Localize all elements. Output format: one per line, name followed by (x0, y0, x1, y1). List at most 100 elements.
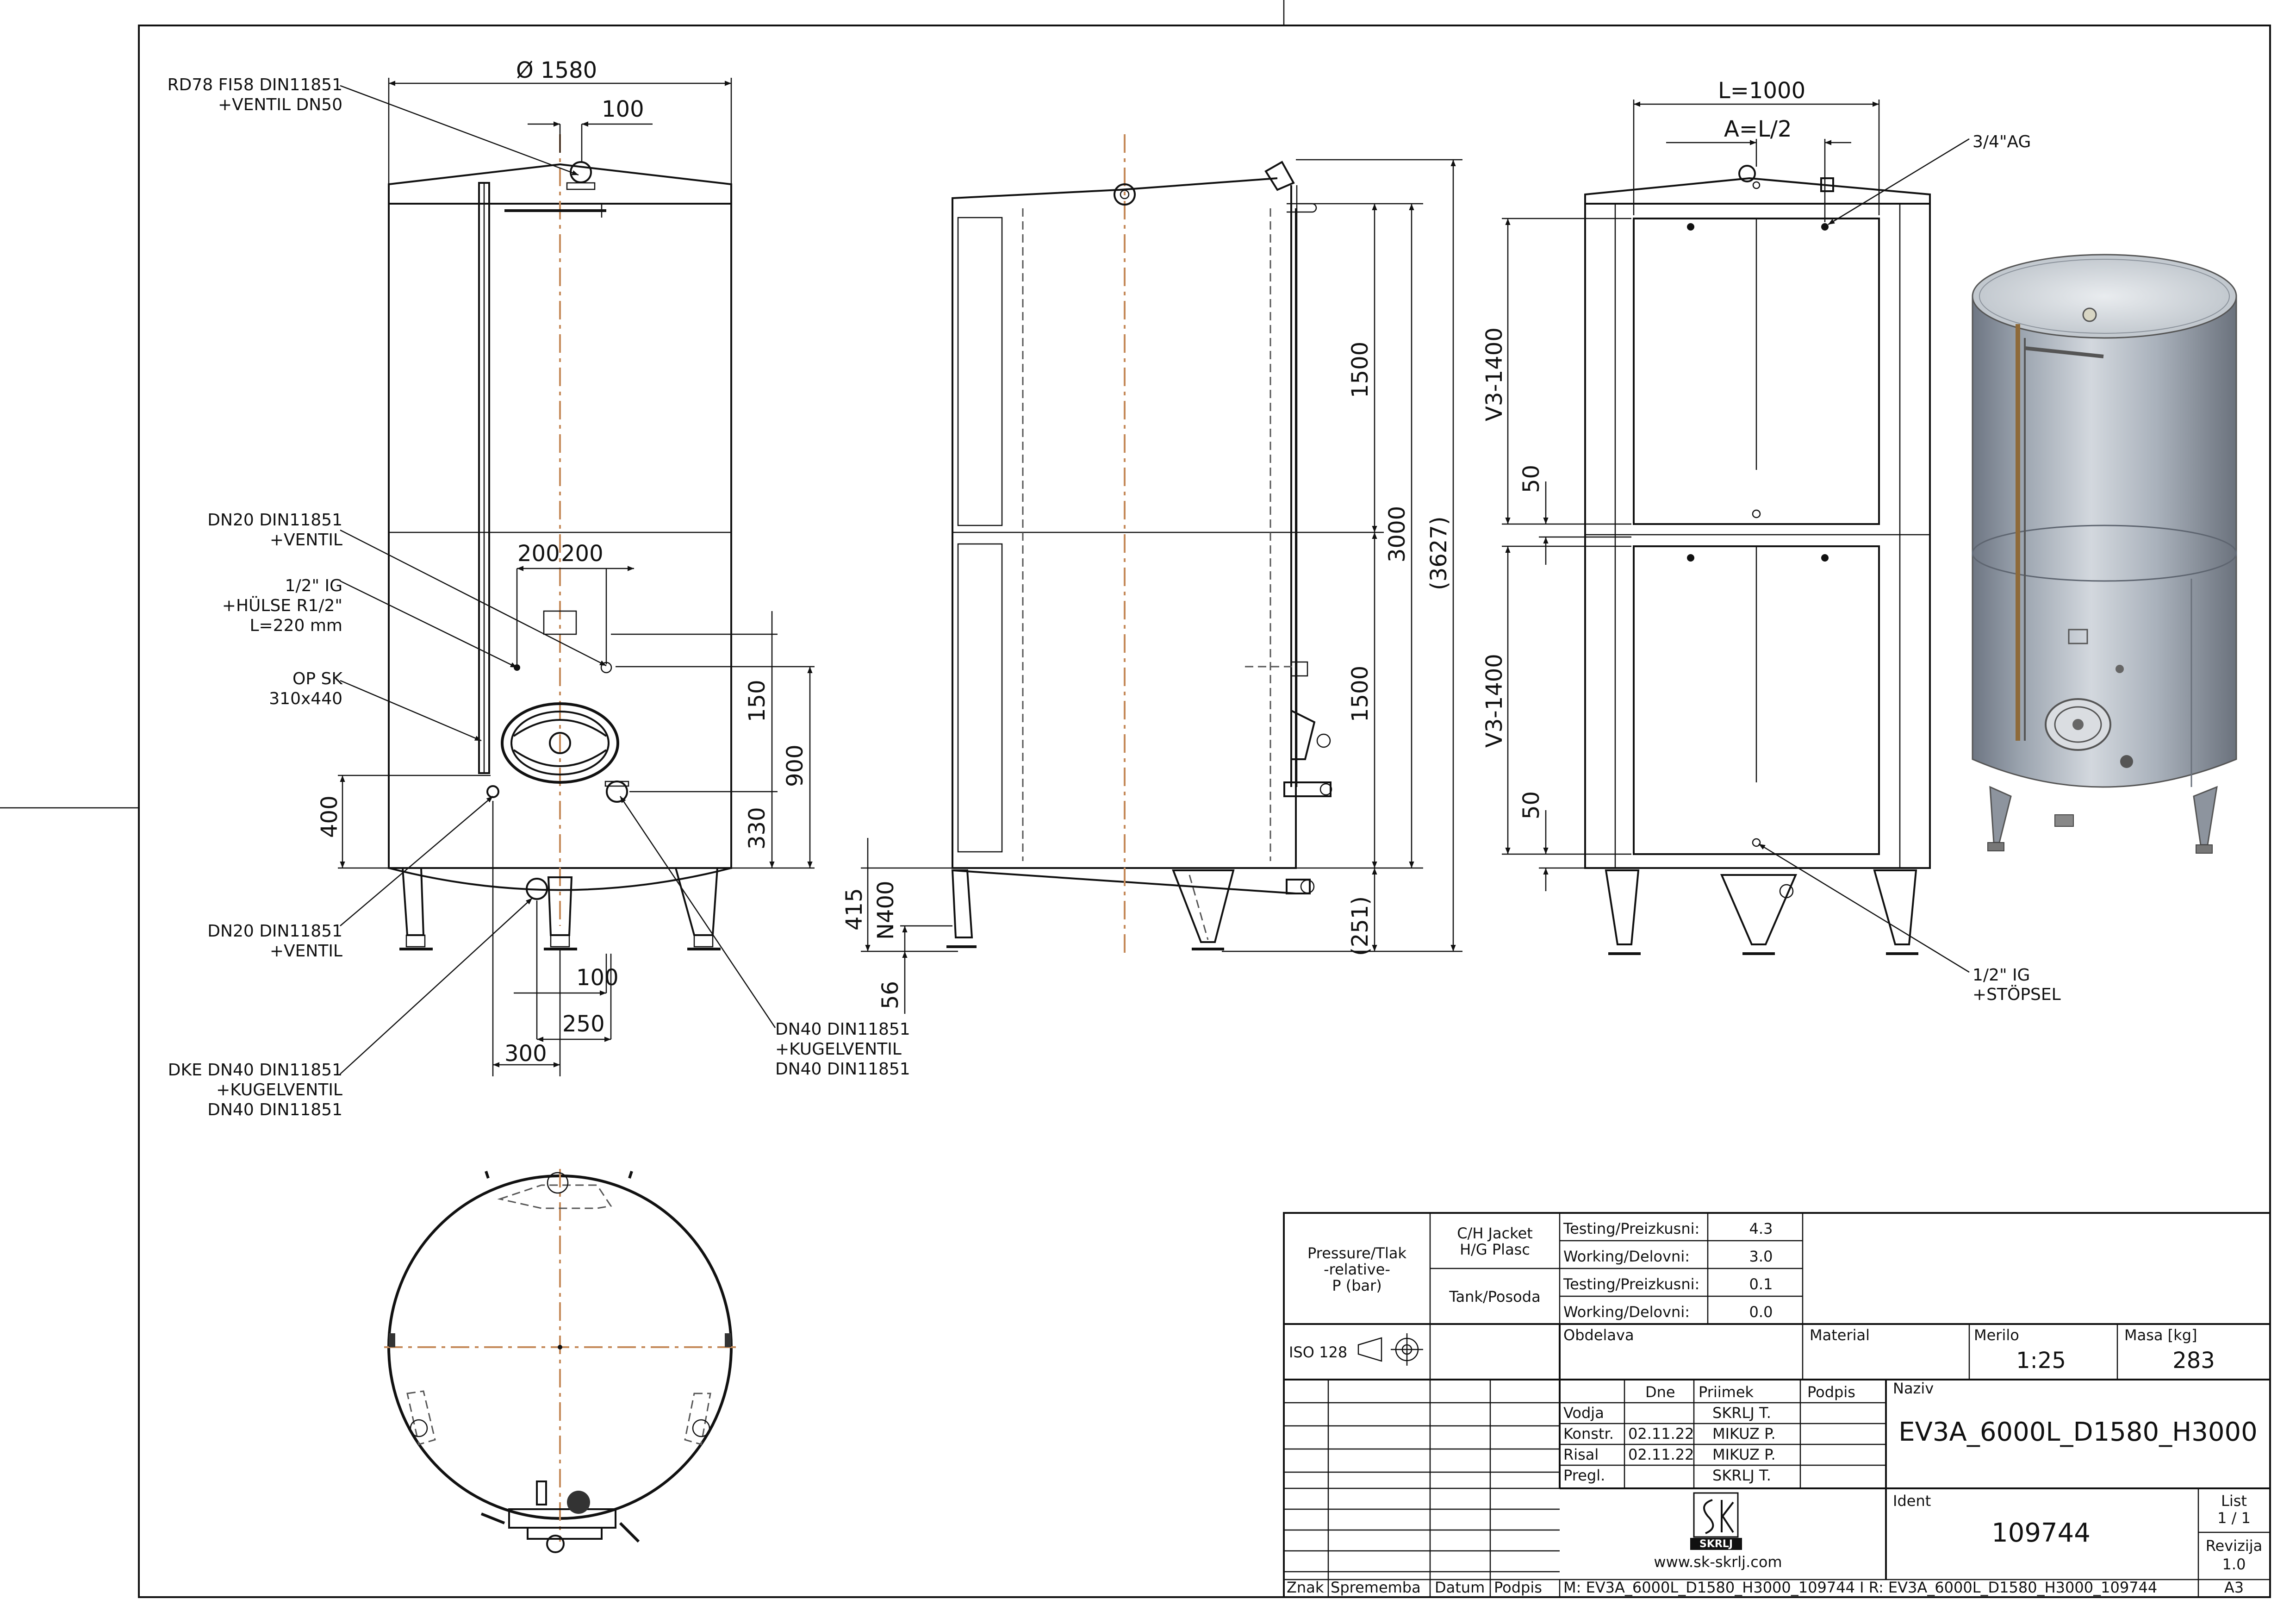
sheet-frame (0, 0, 2271, 1598)
dim-3627: (3627) (1426, 516, 1452, 590)
callout-dke-line2: +KUGELVENTIL (216, 1081, 342, 1099)
company-logo: SKRLJ (1690, 1492, 1742, 1550)
material-label: Material (1810, 1326, 1870, 1344)
right-view: L=1000 A=L/2 V3-1400 V3-1400 50 50 3/4"A… (1481, 78, 2061, 1004)
person-3-role: Risal (1563, 1446, 1599, 1463)
callout-rd78-line1: RD78 FI58 DIN11851 (168, 75, 342, 94)
dim-al2: A=L/2 (1724, 116, 1792, 142)
callout-dke-line1: DKE DN40 DIN11851 (168, 1061, 342, 1080)
file-reference: M: EV3A_6000L_D1580_H3000_109744 I R: EV… (1563, 1579, 2157, 1596)
front-callouts: RD78 FI58 DIN11851 +VENTIL DN50 DN20 DIN… (168, 75, 910, 1119)
front-view: Ø 1580 100 200 200 400 150 330 900 (317, 57, 815, 1076)
person-3-name: MIKUZ P. (1712, 1446, 1776, 1463)
dim-900: 900 (782, 744, 808, 787)
header-dne: Dne (1645, 1383, 1675, 1401)
person-4-role: Pregl. (1563, 1467, 1605, 1484)
callout-dn20-upper-line1: DN20 DIN11851 (207, 511, 342, 530)
pressure-row-4-value: 0.0 (1749, 1303, 1773, 1321)
website: www.sk-skrlj.com (1654, 1553, 1782, 1571)
dim-l1000: L=1000 (1718, 78, 1805, 104)
masa-value: 283 (2172, 1348, 2215, 1374)
plan-view (384, 1169, 736, 1553)
dim-300: 300 (504, 1041, 547, 1067)
merilo-value: 1:25 (2016, 1348, 2066, 1374)
pressure-row-1-value: 4.3 (1749, 1220, 1773, 1237)
pressure-row-2-value: 3.0 (1749, 1248, 1773, 1265)
footer-sprememba: Sprememba (1331, 1579, 1421, 1596)
person-3-date: 02.11.22 (1628, 1446, 1694, 1463)
callout-ig-line1: 1/2" IG (285, 576, 342, 595)
pressure-label-3: P (bar) (1332, 1277, 1382, 1294)
obdelava-label: Obdelava (1563, 1326, 1634, 1344)
callout-dn20-upper-line2: +VENTIL (270, 531, 342, 550)
pressure-row-1-label: Testing/Preizkusni: (1563, 1220, 1699, 1237)
dim-50-b: 50 (1518, 791, 1544, 819)
callout-stopsel-line1: 1/2" IG (1972, 966, 2030, 985)
revizija-label: Revizija (2206, 1537, 2263, 1555)
footer-podpis: Podpis (1494, 1579, 1542, 1596)
callout-dn40-line1: DN40 DIN11851 (775, 1020, 910, 1039)
dim-1500-a: 1500 (1347, 342, 1373, 398)
dim-50-a: 50 (1518, 465, 1544, 493)
header-podpis: Podpis (1807, 1383, 1855, 1401)
title-block: Pressure/Tlak -relative- P (bar) C/H Jac… (1283, 1212, 2271, 1598)
side-view: 1500 1500 3000 (3627) (251) 415 N400 56 (841, 134, 1462, 1014)
revizija-value: 1.0 (2222, 1555, 2246, 1573)
tank-3d-render (1972, 254, 2237, 854)
pressure-row-4-label: Working/Delovni: (1563, 1303, 1690, 1321)
dim-250: 250 (562, 1011, 605, 1037)
list-label: List (2221, 1492, 2247, 1510)
callout-opsk-line2: 310x440 (269, 689, 342, 708)
dim-1500-b: 1500 (1347, 666, 1373, 722)
callout-dn40-line3: DN40 DIN11851 (775, 1060, 910, 1079)
callout-ag: 3/4"AG (1972, 132, 2031, 151)
footer-datum: Datum (1435, 1579, 1485, 1596)
jacket-label-2: H/G Plasc (1460, 1241, 1530, 1258)
dim-3000: 3000 (1384, 506, 1410, 562)
dim-56: 56 (877, 981, 903, 1009)
callout-ig-line2: +HÜLSE R1/2" (222, 596, 342, 615)
ident-value: 109744 (1991, 1518, 2091, 1548)
tank-label: Tank/Posoda (1449, 1288, 1540, 1305)
pressure-row-3-value: 0.1 (1749, 1275, 1773, 1293)
dim-v3-1400-a: V3-1400 (1481, 327, 1507, 421)
header-naziv: Naziv (1893, 1380, 1934, 1397)
callout-rd78-line2: +VENTIL DN50 (218, 95, 342, 114)
ident-label: Ident (1893, 1492, 1931, 1510)
footer-znak: Znak (1287, 1579, 1324, 1596)
dim-v3-1400-b: V3-1400 (1481, 654, 1507, 748)
jacket-label-1: C/H Jacket (1457, 1224, 1533, 1242)
dim-100-bottom: 100 (576, 965, 619, 991)
callout-dn20-lower-line2: +VENTIL (270, 942, 342, 961)
dim-200-a: 200 (517, 541, 560, 567)
dim-150: 150 (744, 680, 770, 722)
callout-stopsel-line2: +STÖPSEL (1972, 985, 2061, 1004)
callout-ig-line3: L=220 mm (249, 616, 342, 635)
dim-400: 400 (317, 795, 342, 838)
callout-dke-line3: DN40 DIN11851 (207, 1100, 342, 1119)
person-2-name: MIKUZ P. (1712, 1425, 1776, 1443)
pressure-row-3-label: Testing/Preizkusni: (1563, 1275, 1699, 1293)
dim-330: 330 (744, 807, 770, 849)
merilo-label: Merilo (1974, 1326, 2019, 1344)
person-1-name: SKRLJ T. (1712, 1404, 1771, 1422)
dim-251: (251) (1347, 896, 1373, 956)
naziv-value: EV3A_6000L_D1580_H3000 (1898, 1417, 2258, 1447)
pressure-label-2: -relative- (1324, 1261, 1390, 1278)
callout-dn40-line2: +KUGELVENTIL (775, 1040, 902, 1059)
person-2-date: 02.11.22 (1628, 1425, 1694, 1443)
dim-415: 415 (841, 888, 867, 931)
list-value: 1 / 1 (2217, 1509, 2251, 1527)
masa-label: Masa [kg] (2124, 1326, 2197, 1344)
logo-text: SKRLJ (1699, 1538, 1733, 1550)
person-1-role: Vodja (1563, 1404, 1604, 1422)
person-2-role: Konstr. (1563, 1425, 1614, 1443)
dim-diameter: Ø 1580 (516, 57, 597, 83)
callout-opsk-line1: OP SK (292, 669, 343, 688)
callout-dn20-lower-line1: DN20 DIN11851 (207, 922, 342, 941)
person-4-name: SKRLJ T. (1712, 1467, 1771, 1484)
plan-bottom-fittings (480, 1171, 640, 1553)
dim-100-top: 100 (602, 96, 644, 122)
pressure-label-1: Pressure/Tlak (1307, 1244, 1406, 1262)
